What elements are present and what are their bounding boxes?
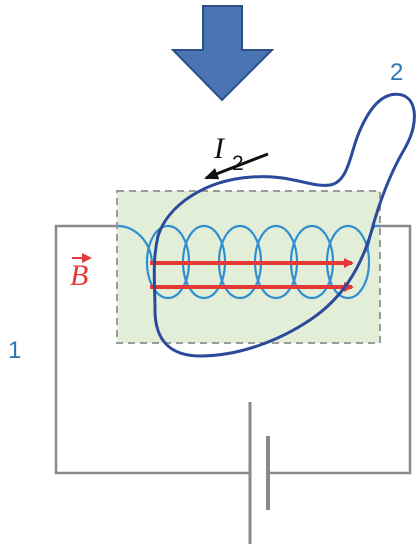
- battery-icon: [248, 402, 270, 544]
- field-label: B: [70, 253, 92, 292]
- field-arrows: [150, 258, 354, 292]
- current-subscript: 2: [232, 152, 244, 175]
- conducting-loop: [152, 92, 416, 358]
- loop-label: 2: [390, 59, 403, 86]
- circuit-label: 1: [8, 337, 21, 364]
- field-symbol: B: [70, 259, 88, 292]
- solenoid-core: [116, 190, 381, 344]
- arrow-left-icon: [204, 152, 269, 180]
- circuit-wire: [54, 224, 412, 475]
- down-arrow-icon: [170, 5, 275, 102]
- current-label: I: [213, 132, 226, 165]
